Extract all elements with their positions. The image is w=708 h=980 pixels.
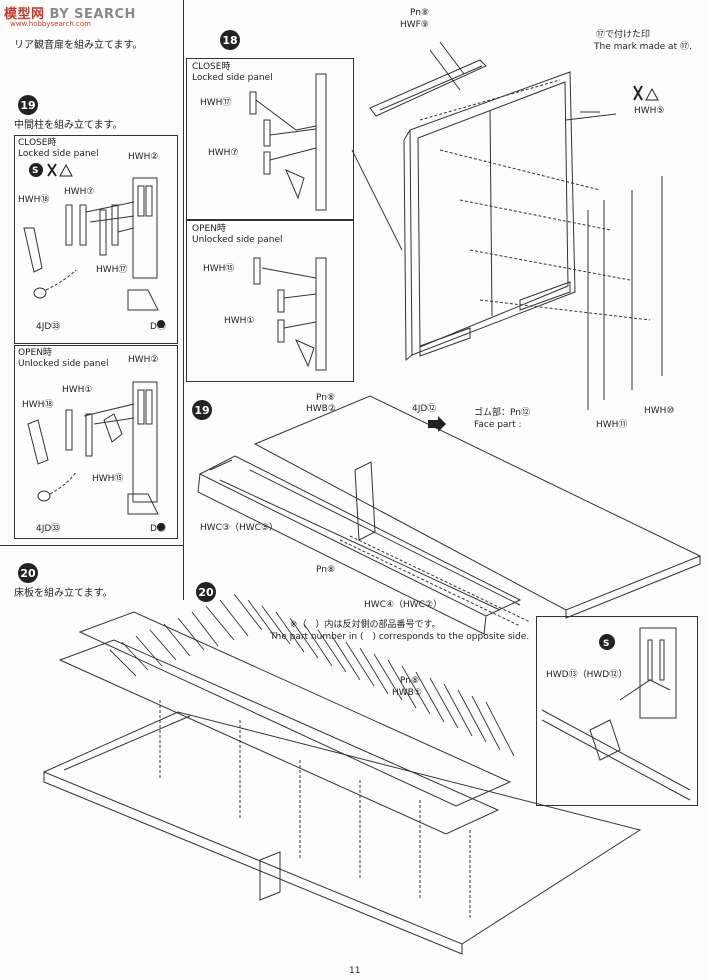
part-label: D㉚ — [150, 524, 166, 534]
step-18-close-panel — [186, 58, 354, 220]
part-label: 4JD⑫ — [412, 404, 437, 414]
close-title-en: Locked side panel — [18, 149, 99, 159]
close-title-jp: CLOSE時 — [18, 138, 57, 148]
part-label: HWH⑱ — [18, 195, 50, 205]
part-label: HWH⑪ — [596, 420, 628, 430]
step-20-badge: 20 — [18, 563, 38, 583]
part-label: HWH⑮ — [92, 474, 124, 484]
part-label: HWD⑬（HWD⑫） — [546, 670, 628, 680]
part-label: HWH⑱ — [22, 400, 54, 410]
step-19-main-badge: 19 — [192, 400, 212, 420]
part-label: HWH⑰ — [200, 98, 232, 108]
step-19-heading: 中間柱を組み立てます。 — [14, 120, 123, 131]
part-label: 4JD㉝ — [36, 524, 61, 534]
part-label: D㉚ — [150, 322, 166, 332]
part-label: Pn⑧ — [400, 676, 420, 686]
column-divider — [183, 0, 184, 600]
part-label: HWH⑩ — [644, 406, 675, 416]
mark-note-jp: ⑰で付けた印 — [596, 30, 651, 40]
part-label: HWH② — [128, 152, 159, 162]
part-label: HWC④（HWC②） — [364, 600, 443, 610]
part-label: HWC③（HWC⑤） — [200, 523, 279, 533]
step-18-open-panel — [186, 220, 354, 382]
part-label: HWH① — [62, 385, 93, 395]
note-en: The part number in ( ) corresponds to th… — [270, 632, 530, 642]
part-label: HWH⑦ — [64, 187, 95, 197]
watermark-url: www.hobbysearch.com — [10, 20, 91, 28]
face-part-label: Face part : — [474, 420, 522, 430]
step-19-badge: 19 — [18, 95, 38, 115]
section-divider — [0, 545, 183, 546]
part-label: HWH⑰ — [96, 265, 128, 275]
part-label: HWH② — [128, 355, 159, 365]
part-label: 4JD㉝ — [36, 322, 61, 332]
part-label: Pn⑧ — [410, 8, 430, 18]
rubber-note: ゴム部：Pn⑫ — [474, 408, 530, 418]
step-19-open-panel — [14, 345, 178, 539]
close-title-jp: CLOSE時 — [192, 62, 231, 72]
open-title-en: Unlocked side panel — [18, 359, 109, 369]
part-label: HWB① — [392, 688, 422, 698]
open-title-en: Unlocked side panel — [192, 235, 283, 245]
open-title-jp: OPEN時 — [192, 224, 226, 234]
mark-note-en: The mark made at ⑰. — [594, 42, 692, 52]
page-number: 11 — [349, 966, 361, 976]
part-label: HWF⑨ — [400, 20, 429, 30]
part-label: Pn⑧ — [316, 565, 336, 575]
step-19-close-panel — [14, 135, 178, 344]
part-label: HWB② — [306, 404, 336, 414]
step-20-right-badge: 20 — [196, 582, 216, 602]
note-jp: ※（ ）内は反対側の部品番号です。 — [290, 620, 441, 630]
watermark-brand: 模型网 BY SEARCH — [4, 7, 136, 22]
close-title-en: Locked side panel — [192, 73, 273, 83]
step-20-detail-panel — [536, 616, 698, 806]
step-20-heading: 床板を組み立てます。 — [14, 588, 113, 599]
part-label: HWH① — [224, 316, 255, 326]
part-label: HWH⑮ — [203, 264, 235, 274]
part-label: Pn⑧ — [316, 393, 336, 403]
step-18-badge: 18 — [220, 30, 240, 50]
rear-door-instruction: リア観音扉を組み立てます。 — [14, 40, 143, 51]
part-label: HWH⑦ — [208, 148, 239, 158]
part-label: HWH⑤ — [634, 106, 665, 116]
open-title-jp: OPEN時 — [18, 348, 52, 358]
